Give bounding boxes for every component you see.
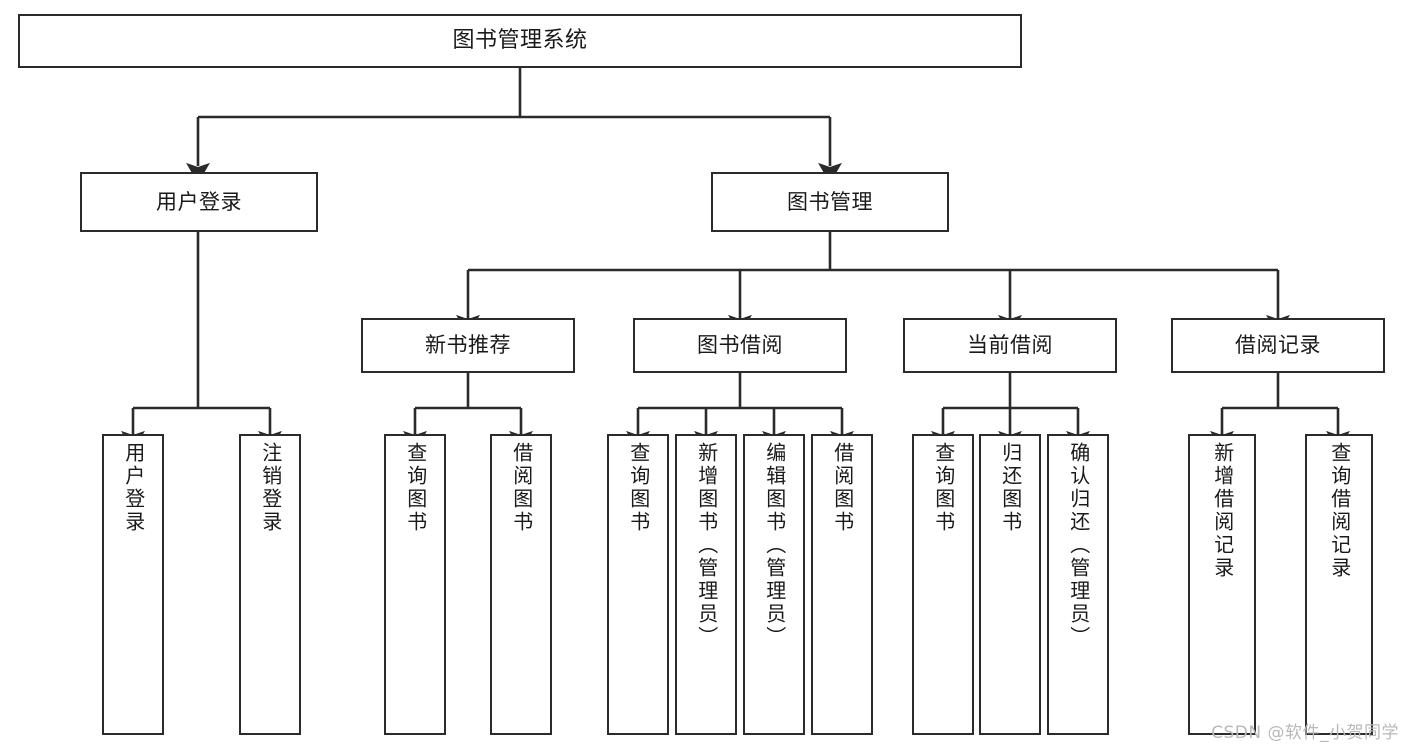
node-label: 新书推荐 [425,333,511,358]
node-label: 归还图书 [998,442,1023,534]
watermark-text: CSDN @软件_小贺同学 [1211,723,1399,743]
leaf-query-borrow-record[interactable]: 查询借阅记录 [1305,434,1373,735]
leaf-query-book-borrow[interactable]: 查询图书 [607,434,669,735]
node-label: 注销登录 [258,442,283,534]
node-label: 查询借阅记录 [1327,442,1352,580]
node-user-login[interactable]: 用户登录 [80,172,318,232]
node-label: 新增图书（管理员） [694,442,719,649]
node-book-management[interactable]: 图书管理 [711,172,949,232]
node-label: 图书管理 [787,189,873,214]
leaf-add-borrow-record[interactable]: 新增借阅记录 [1188,434,1256,735]
node-label: 查询图书 [931,442,956,534]
node-current-borrow[interactable]: 当前借阅 [903,318,1117,373]
node-label: 新增借阅记录 [1210,442,1235,580]
leaf-borrow-book[interactable]: 借阅图书 [811,434,873,735]
leaf-user-login[interactable]: 用户登录 [102,434,164,735]
leaf-add-book-admin[interactable]: 新增图书（管理员） [675,434,737,735]
node-label: 借阅图书 [830,442,855,534]
leaf-return-book[interactable]: 归还图书 [979,434,1041,735]
node-label: 当前借阅 [967,333,1053,358]
node-label: 图书管理系统 [452,28,588,54]
leaf-query-book-recommend[interactable]: 查询图书 [384,434,446,735]
node-label: 查询图书 [403,442,428,534]
node-label: 借阅记录 [1235,333,1321,358]
node-new-book-recommend[interactable]: 新书推荐 [361,318,575,373]
node-root-system[interactable]: 图书管理系统 [18,14,1022,68]
node-label: 借阅图书 [509,442,534,534]
leaf-logout[interactable]: 注销登录 [239,434,301,735]
node-label: 查询图书 [626,442,651,534]
leaf-confirm-return-admin[interactable]: 确认归还（管理员） [1047,434,1109,735]
leaf-query-book-current[interactable]: 查询图书 [912,434,974,735]
node-label: 用户登录 [121,442,146,534]
leaf-borrow-book-recommend[interactable]: 借阅图书 [490,434,552,735]
node-borrow-record[interactable]: 借阅记录 [1171,318,1385,373]
node-label: 编辑图书（管理员） [762,442,787,649]
node-label: 确认归还（管理员） [1066,442,1091,649]
node-book-borrow[interactable]: 图书借阅 [633,318,847,373]
node-label: 图书借阅 [697,333,783,358]
leaf-edit-book-admin[interactable]: 编辑图书（管理员） [743,434,805,735]
node-label: 用户登录 [156,189,242,214]
